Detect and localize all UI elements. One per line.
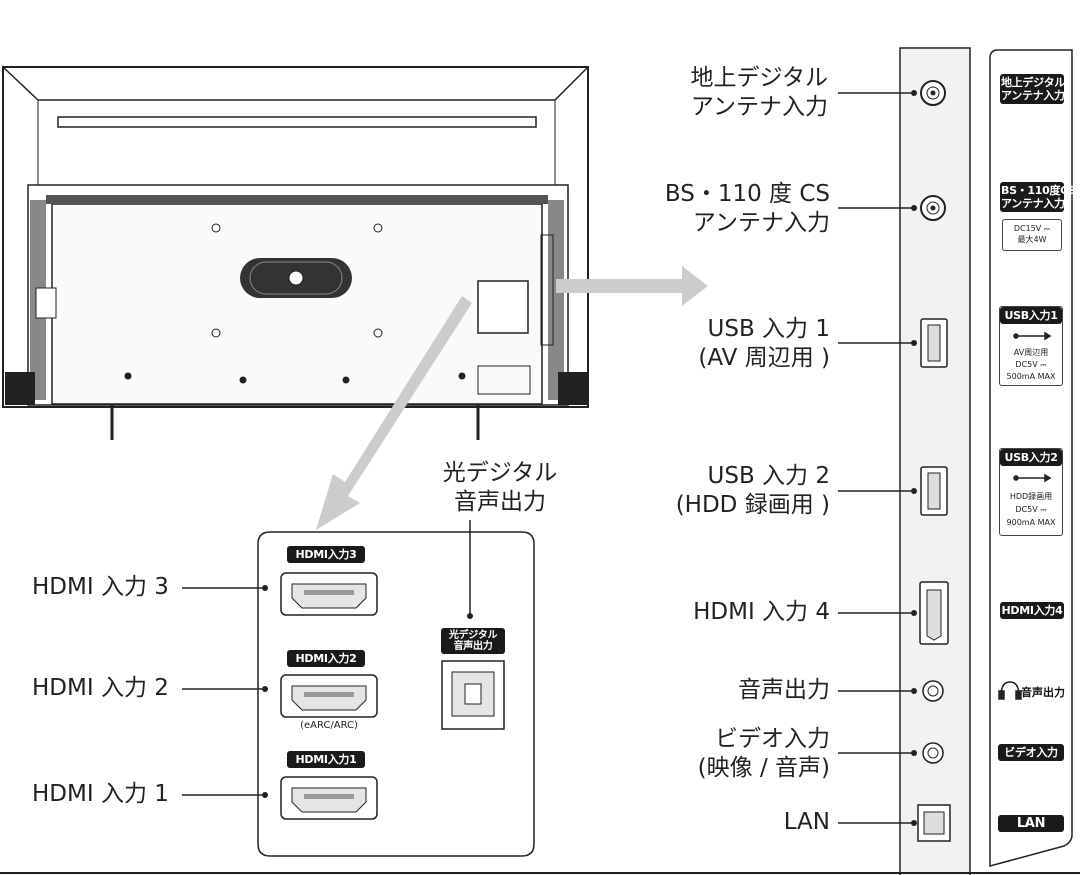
tag-lan: LAN xyxy=(998,815,1064,832)
tag-line: アンテナ入力 xyxy=(1001,197,1065,210)
tag-hdmi3: HDMI入力3 xyxy=(287,546,365,563)
hdmi-port-icon xyxy=(280,776,378,820)
label-hdmi2: HDMI 入力 2 xyxy=(32,675,169,701)
tag-line: アンテナ入力 xyxy=(1001,89,1065,102)
rca-jack-icon xyxy=(922,680,944,702)
tag-line: 地上デジタル xyxy=(1001,76,1065,89)
headphone-icon xyxy=(998,681,1022,700)
tv-rear-view xyxy=(2,66,589,440)
tag-terrestrial: 地上デジタル アンテナ入力 xyxy=(1000,74,1065,104)
tag-video-in: ビデオ入力 xyxy=(998,744,1064,761)
spec-line: DC5V ⎓ xyxy=(1015,505,1047,514)
hdmi-port-icon xyxy=(280,572,378,616)
usb2-spec-box: USB入力2 HDD録画用 DC5V ⎓ 900mA MAX xyxy=(999,448,1063,536)
label-bs-cs-antenna: BS・110 度 CS アンテナ入力 xyxy=(600,180,830,238)
tag-line: 光デジタル xyxy=(448,630,498,641)
label-line: USB 入力 1 xyxy=(707,316,830,342)
usb-symbol-icon xyxy=(1013,331,1052,341)
label-line: ビデオ入力 xyxy=(715,726,830,752)
usb-port-icon xyxy=(920,466,948,516)
label-line: USB 入力 2 xyxy=(707,463,830,489)
label-line: 光デジタル xyxy=(442,460,558,486)
label-video-in: ビデオ入力 (映像 / 音声) xyxy=(640,725,830,783)
tag-usb2: USB入力2 xyxy=(1000,449,1062,466)
spec-line: HDD録画用 xyxy=(1009,492,1053,501)
hdmi-port-icon xyxy=(280,674,378,718)
label-line: (HDD 録画用 ) xyxy=(675,492,830,518)
hdmi2-earc-note: (eARC/ARC) xyxy=(300,720,358,731)
label-hdmi3: HDMI 入力 3 xyxy=(32,574,169,600)
tag-bs-cs: BS・110度CS アンテナ入力 xyxy=(1000,182,1076,212)
optical-port-icon xyxy=(441,660,505,730)
usb1-spec-box: USB入力1 AV周辺用 DC5V ⎓ 500mA MAX xyxy=(999,306,1063,386)
tag-audio-out: 音声出力 xyxy=(1021,686,1065,699)
arrow-icon xyxy=(556,266,708,306)
spec-line: DC5V ⎓ xyxy=(1015,360,1047,369)
tag-hdmi4: HDMI入力4 xyxy=(1000,602,1064,619)
label-line: (AV 周辺用 ) xyxy=(698,345,830,371)
label-line: アンテナ入力 xyxy=(692,210,830,236)
tag-line: BS・110度CS xyxy=(1001,184,1076,197)
label-hdmi1: HDMI 入力 1 xyxy=(32,781,169,807)
label-line: アンテナ入力 xyxy=(690,94,828,120)
spec-line: 最大4W xyxy=(1017,235,1047,244)
label-line: BS・110 度 CS xyxy=(664,181,830,207)
label-lan: LAN xyxy=(783,809,830,835)
hdmi-port-icon xyxy=(919,581,949,645)
label-terrestrial-antenna: 地上デジタル アンテナ入力 xyxy=(660,64,828,122)
coax-connector-icon xyxy=(920,195,946,221)
usb-port-icon xyxy=(920,318,948,368)
label-optical-out: 光デジタル 音声出力 xyxy=(410,459,590,517)
rca-jack-icon xyxy=(922,742,944,764)
tag-hdmi1: HDMI入力1 xyxy=(287,751,365,768)
usb-symbol-icon xyxy=(1013,473,1052,483)
label-line: (映像 / 音声) xyxy=(697,755,830,781)
label-usb1: USB 入力 1 (AV 周辺用 ) xyxy=(640,315,830,373)
label-usb2: USB 入力 2 (HDD 録画用 ) xyxy=(640,462,830,520)
spec-line: 900mA MAX xyxy=(1006,518,1056,527)
coax-connector-icon xyxy=(920,80,946,106)
tag-line: 音声出力 xyxy=(453,641,493,652)
tag-optical: 光デジタル 音声出力 xyxy=(441,628,505,654)
label-line: 地上デジタル xyxy=(690,65,828,91)
label-audio-out: 音声出力 xyxy=(738,677,830,703)
label-line: 音声出力 xyxy=(454,489,546,515)
bs-cs-spec-box: DC15V ⎓ 最大4W xyxy=(1002,219,1062,251)
spec-line: AV周辺用 xyxy=(1013,348,1049,357)
lan-port-icon xyxy=(917,804,951,842)
spec-line: DC15V ⎓ xyxy=(1013,224,1051,233)
arrow-icon xyxy=(316,296,472,530)
tag-usb1: USB入力1 xyxy=(1000,307,1062,324)
tag-hdmi2: HDMI入力2 xyxy=(287,650,365,667)
label-hdmi4: HDMI 入力 4 xyxy=(693,599,830,625)
spec-line: 500mA MAX xyxy=(1006,372,1056,381)
